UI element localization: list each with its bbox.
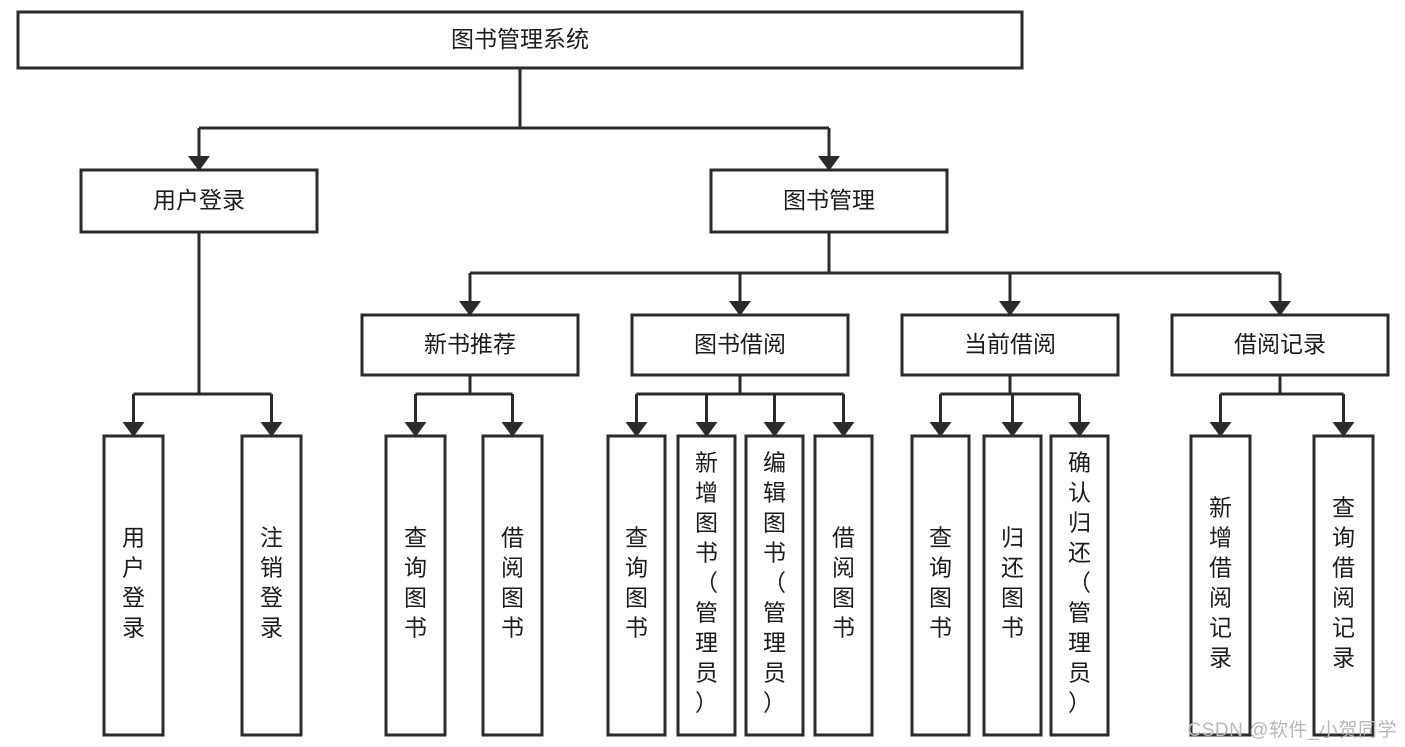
node-leaf-edit-book-admin[interactable]: 编辑图书（管理员） (744, 434, 805, 737)
arrow-head-icon-leaf-add-book-admin (695, 422, 718, 437)
arrow-head-icon-leaf-logout-login (260, 422, 283, 437)
node-box-leaf-query-book-3 (910, 434, 971, 737)
arrow-head-icon-new-book-recommend (459, 301, 481, 316)
node-leaf-user-login[interactable]: 用户登录 (102, 434, 165, 737)
node-label-book-manage: 图书管理 (783, 187, 875, 213)
node-box-leaf-borrow-book-2 (813, 434, 874, 737)
node-leaf-query-book-1[interactable]: 查询图书 (384, 434, 447, 737)
node-label-leaf-logout-login: 注销登录 (260, 525, 283, 641)
node-box-book-manage (709, 168, 949, 234)
node-label-leaf-borrow-book-1: 借阅图书 (501, 525, 524, 641)
arrow-head-icon-leaf-query-book-2 (625, 422, 648, 437)
arrow-head-icon-leaf-add-borrow-record (1209, 422, 1232, 437)
node-box-user-login (79, 168, 319, 234)
node-label-leaf-borrow-book-2: 借阅图书 (832, 525, 855, 641)
node-current-borrow[interactable]: 当前借阅 (900, 313, 1120, 377)
arrow-head-icon-book-manage (818, 156, 840, 171)
arrow-head-icon-user-login (188, 156, 210, 171)
connector-layer (122, 68, 1355, 437)
node-new-book-recommend[interactable]: 新书推荐 (360, 313, 580, 377)
node-leaf-query-borrow-record[interactable]: 查询借阅记录 (1312, 434, 1375, 737)
node-label-leaf-query-book-3: 查询图书 (929, 525, 952, 641)
node-label-leaf-add-book-admin: 新增图书（管理员） (695, 450, 718, 716)
node-label-leaf-confirm-return-admin: 确认归还（管理员） (1068, 450, 1091, 716)
arrow-head-icon-leaf-confirm-return-admin (1068, 422, 1091, 437)
node-leaf-query-book-2[interactable]: 查询图书 (606, 434, 667, 737)
node-layer: 图书管理系统用户登录图书管理新书推荐图书借阅当前借阅借阅记录用户登录注销登录查询… (16, 10, 1390, 737)
edge-group-book-manage (459, 232, 1291, 316)
node-leaf-return-book[interactable]: 归还图书 (982, 434, 1043, 737)
node-box-leaf-logout-login (240, 434, 303, 737)
node-box-leaf-query-borrow-record (1312, 434, 1375, 737)
node-box-leaf-query-book-2 (606, 434, 667, 737)
arrow-head-icon-leaf-user-login (122, 422, 145, 437)
node-box-leaf-add-book-admin (676, 434, 737, 737)
node-box-new-book-recommend (360, 313, 580, 377)
node-label-leaf-query-book-1: 查询图书 (404, 525, 427, 641)
arrow-head-icon-borrow-record (1269, 301, 1291, 316)
node-label-leaf-query-borrow-record: 查询借阅记录 (1332, 495, 1355, 671)
node-label-leaf-query-book-2: 查询图书 (625, 525, 648, 641)
node-book-borrow[interactable]: 图书借阅 (630, 313, 850, 377)
edge-group-root (188, 68, 840, 171)
arrow-head-icon-book-borrow (729, 301, 751, 316)
edge-group-new-book-recommend (404, 375, 524, 437)
node-borrow-record[interactable]: 借阅记录 (1170, 313, 1390, 377)
node-label-user-login: 用户登录 (153, 187, 245, 213)
node-label-leaf-user-login: 用户登录 (122, 525, 145, 641)
node-box-leaf-user-login (102, 434, 165, 737)
node-label-book-borrow: 图书借阅 (694, 331, 786, 357)
node-label-borrow-record: 借阅记录 (1234, 331, 1326, 357)
node-label-leaf-return-book: 归还图书 (1001, 525, 1024, 641)
node-label-leaf-add-borrow-record: 新增借阅记录 (1209, 495, 1232, 671)
node-box-leaf-add-borrow-record (1189, 434, 1252, 737)
node-leaf-add-borrow-record[interactable]: 新增借阅记录 (1189, 434, 1252, 737)
node-box-leaf-borrow-book-1 (481, 434, 544, 737)
node-leaf-borrow-book-2[interactable]: 借阅图书 (813, 434, 874, 737)
edge-group-current-borrow (929, 375, 1091, 437)
node-leaf-confirm-return-admin[interactable]: 确认归还（管理员） (1049, 434, 1110, 737)
edge-group-book-borrow (625, 375, 855, 437)
node-leaf-add-book-admin[interactable]: 新增图书（管理员） (676, 434, 737, 737)
node-box-book-borrow (630, 313, 850, 377)
arrow-head-icon-leaf-borrow-book-2 (832, 422, 855, 437)
node-box-borrow-record (1170, 313, 1390, 377)
arrow-head-icon-leaf-query-book-1 (404, 422, 427, 437)
watermark-label: CSDN @软件_小贺同学 (1187, 720, 1397, 741)
arrow-head-icon-leaf-query-borrow-record (1332, 422, 1355, 437)
node-leaf-borrow-book-1[interactable]: 借阅图书 (481, 434, 544, 737)
arrow-head-icon-current-borrow (999, 301, 1021, 316)
node-leaf-logout-login[interactable]: 注销登录 (240, 434, 303, 737)
node-label-current-borrow: 当前借阅 (964, 331, 1056, 357)
edge-group-borrow-record (1209, 375, 1355, 437)
node-label-leaf-edit-book-admin: 编辑图书（管理员） (763, 450, 786, 716)
arrow-head-icon-leaf-edit-book-admin (763, 422, 786, 437)
node-leaf-query-book-3[interactable]: 查询图书 (910, 434, 971, 737)
node-label-root: 图书管理系统 (451, 26, 589, 52)
node-box-leaf-return-book (982, 434, 1043, 737)
node-box-leaf-confirm-return-admin (1049, 434, 1110, 737)
node-user-login[interactable]: 用户登录 (79, 168, 319, 234)
node-box-leaf-query-book-1 (384, 434, 447, 737)
node-label-new-book-recommend: 新书推荐 (424, 331, 516, 357)
node-box-leaf-edit-book-admin (744, 434, 805, 737)
arrow-head-icon-leaf-query-book-3 (929, 422, 952, 437)
node-box-root (16, 10, 1024, 70)
edge-group-user-login (122, 232, 283, 437)
node-book-manage[interactable]: 图书管理 (709, 168, 949, 234)
node-box-current-borrow (900, 313, 1120, 377)
arrow-head-icon-leaf-return-book (1001, 422, 1024, 437)
arrow-head-icon-leaf-borrow-book-1 (501, 422, 524, 437)
node-root[interactable]: 图书管理系统 (16, 10, 1024, 70)
